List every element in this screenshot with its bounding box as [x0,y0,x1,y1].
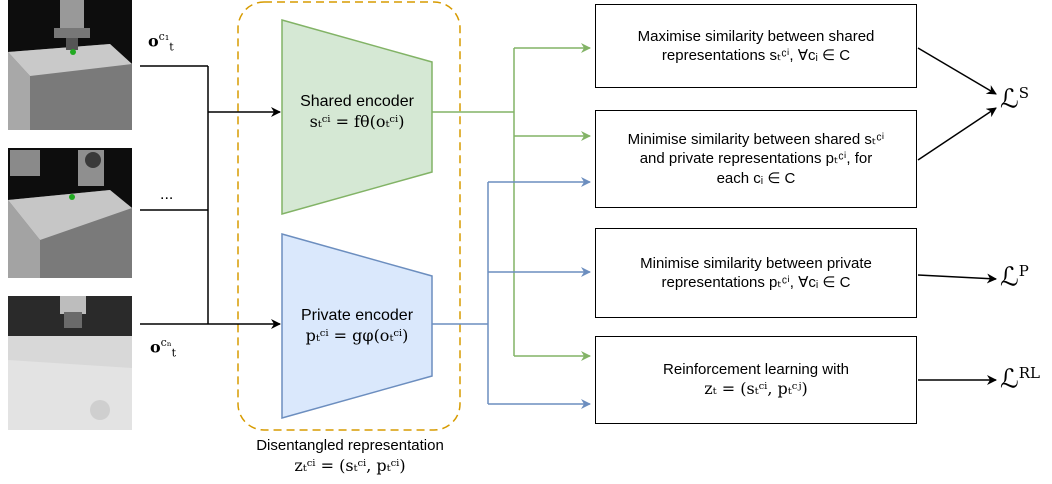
objective-text: zₜ = (sₜᶜⁱ, pₜᶜʲ) [704,379,808,399]
objective-text: representations pₜᶜⁱ, ∀cᵢ ∈ C [661,274,851,291]
disentangled-title: Disentangled representation [256,437,444,454]
shared-encoder-shape [281,19,433,215]
private-encoder: Private encoder pₜᶜⁱ = gφ(oₜᶜⁱ) [282,306,432,346]
shared-encoder: Shared encoder sₜᶜⁱ = fθ(oₜᶜⁱ) [282,92,432,132]
objective-text: representations sₜᶜⁱ, ∀cᵢ ∈ C [661,47,851,64]
shared-output-connectors [432,43,591,361]
objective-box-reinforcement-learning: Reinforcement learning with zₜ = (sₜᶜⁱ, … [595,336,917,424]
disentangled-caption: Disentangled representation zₜᶜⁱ = (sₜᶜⁱ… [220,437,480,476]
disentangled-formula: zₜᶜⁱ = (sₜᶜⁱ, pₜᶜⁱ) [294,455,406,475]
objective-text: Maximise similarity between shared [637,27,875,45]
objective-box-orthogonality: Minimise similarity between shared sₜᶜⁱ … [595,110,917,208]
ellipsis: ... [160,186,174,203]
objective-box-private-similarity: Minimise similarity between private repr… [595,228,917,318]
observation-label-n: ocₙt [150,336,177,360]
private-output-connectors [432,177,591,409]
objective-text: Minimise similarity between shared sₜᶜⁱ [627,130,885,148]
objective-box-shared-similarity: Maximise similarity between shared repre… [595,4,917,88]
private-encoder-title: Private encoder [300,307,414,324]
loss-connectors [917,47,997,385]
observation-image-2 [8,148,132,278]
observation-image-3 [8,296,132,430]
loss-shared: ℒS [1000,84,1030,115]
shared-encoder-title: Shared encoder [300,93,414,110]
loss-private: ℒP [1000,262,1029,293]
objective-text: and private representations pₜᶜⁱ, for [639,150,873,168]
objective-text: each cᵢ ∈ C [716,169,796,187]
input-connectors [140,65,281,329]
observation-label-1: oc₁t [148,30,174,54]
disentangled-container [237,1,461,431]
shared-encoder-formula: sₜᶜⁱ = fθ(oₜᶜⁱ) [309,112,405,131]
observation-image-1 [8,0,132,130]
private-encoder-shape [281,233,433,419]
loss-rl: ℒRL [1000,364,1040,395]
objective-text: Reinforcement learning with [663,360,849,378]
objective-text: Minimise similarity between private [640,254,872,272]
private-encoder-formula: pₜᶜⁱ = gφ(oₜᶜⁱ) [305,326,409,345]
